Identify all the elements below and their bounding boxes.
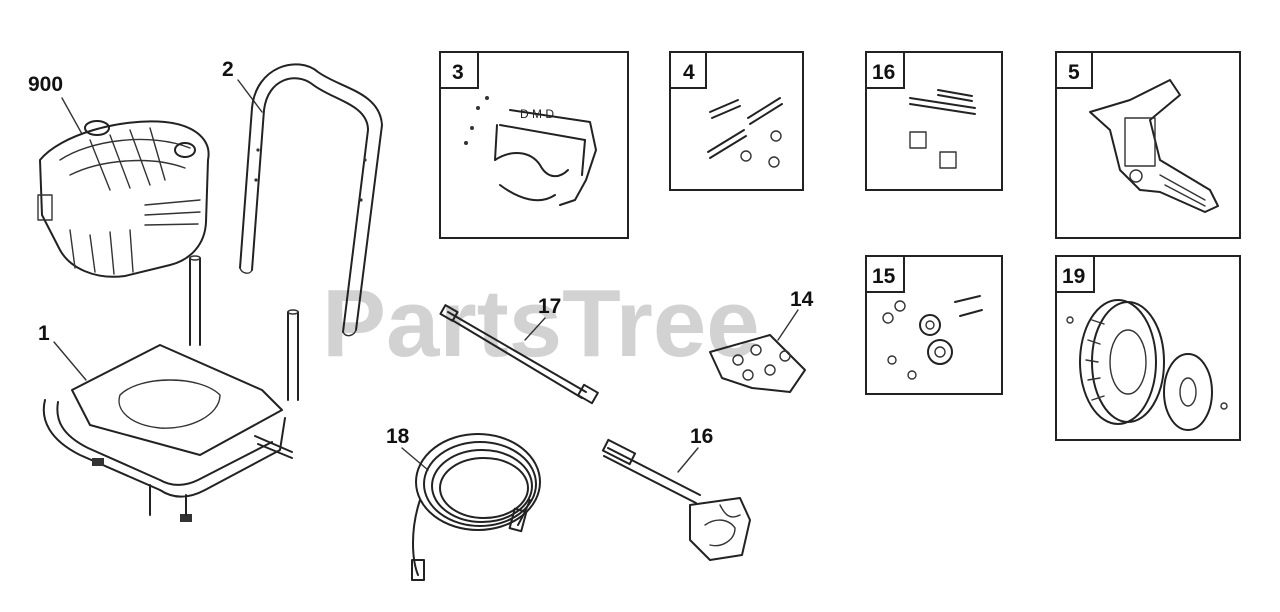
callout-tag-19	[1055, 255, 1095, 293]
leader-16	[677, 447, 699, 473]
leader-1	[53, 341, 87, 381]
high-pressure-hose-part[interactable]: 18	[386, 425, 541, 581]
leader-17	[524, 317, 546, 341]
spray-gun-part[interactable]: 16	[601, 425, 751, 561]
callout-2: 2	[222, 58, 234, 81]
callout-tag-4	[669, 51, 707, 89]
hardware-kit-part[interactable]: 16	[865, 51, 1003, 191]
bracket-kit-part[interactable]: 3 D M D	[439, 51, 629, 239]
wheel-hardware-kit-part[interactable]: 15	[865, 255, 1003, 395]
frame-part[interactable]: 1	[38, 255, 299, 522]
bolt-kit-part[interactable]: 4	[669, 51, 804, 191]
part-box-3	[439, 51, 629, 239]
callout-tag-13	[865, 51, 905, 89]
callout-5: 5	[1068, 61, 1080, 84]
callout-15: 15	[872, 265, 896, 288]
callout-tag-15	[865, 255, 905, 293]
leader-14	[777, 309, 799, 341]
leader-18	[401, 447, 429, 471]
callout-tag-3	[439, 51, 479, 89]
wheel-part[interactable]: 19	[1055, 255, 1241, 441]
callout-18: 18	[386, 425, 410, 448]
callout-17: 17	[538, 295, 561, 318]
engine-part[interactable]: 900	[28, 73, 210, 278]
handle-part[interactable]: 2	[222, 58, 383, 337]
callout-3: 3	[452, 61, 464, 84]
callout-16: 16	[690, 425, 713, 448]
callout-19: 19	[1062, 265, 1085, 288]
callout-1: 1	[38, 322, 50, 345]
callout-4: 4	[683, 61, 695, 84]
callout-13: 16	[872, 61, 895, 84]
leader-2	[237, 79, 263, 113]
callout-900: 900	[28, 73, 63, 96]
callout-14: 14	[790, 288, 814, 311]
callout-tag-5	[1055, 51, 1093, 89]
svg-text:D M D: D M D	[520, 107, 554, 121]
nozzle-kit-part[interactable]: 14	[709, 288, 814, 393]
leader-900	[61, 97, 83, 135]
pump-part[interactable]: 5	[1055, 51, 1241, 239]
extension-wand-part[interactable]: 17	[439, 295, 599, 405]
